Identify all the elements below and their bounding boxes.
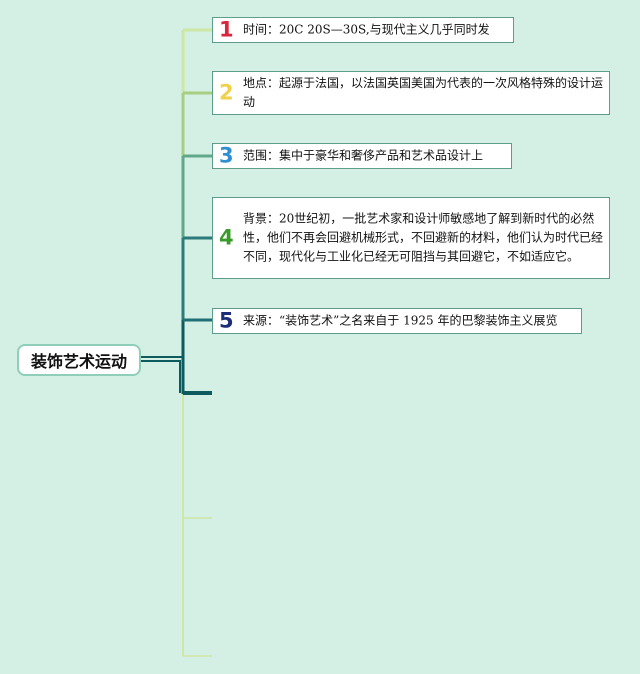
- topic-text-background: 背景：20世纪初，一批艺术家和设计师敏感地了解到新时代的必然性，他们不再会回避机…: [243, 211, 604, 264]
- topic-card-time[interactable]: 1 时间：20C 20S—30S,与现代主义几乎同时发: [212, 17, 514, 43]
- topic-text-origin: 来源：“装饰艺术”之名来自于 1925 年的巴黎装饰主义展览: [243, 313, 558, 328]
- number-badge-4: 4: [219, 225, 234, 250]
- topic-card-origin[interactable]: 5 来源：“装饰艺术”之名来自于 1925 年的巴黎装饰主义展览: [212, 308, 582, 334]
- root-connector-inner: [141, 360, 181, 393]
- topic-text-location: 地点：起源于法国，以法国英国美国为代表的一次风格特殊的设计运动: [243, 76, 604, 109]
- number-badge-2: 2: [219, 80, 234, 105]
- number-badge-1: 1: [219, 17, 234, 42]
- number-badge-3: 3: [219, 143, 234, 168]
- root-topic[interactable]: 装饰艺术运动: [17, 344, 141, 376]
- topic-text-scope: 范围：集中于豪华和奢侈产品和艺术品设计上: [243, 148, 484, 163]
- number-badge-5: 5: [219, 308, 234, 333]
- topic-card-location[interactable]: 2 地点：起源于法国，以法国英国美国为代表的一次风格特殊的设计运动: [212, 71, 610, 115]
- topic-text-time: 时间：20C 20S—30S,与现代主义几乎同时发: [243, 22, 490, 37]
- root-connector: [141, 356, 184, 393]
- topic-card-background[interactable]: 4 背景：20世纪初，一批艺术家和设计师敏感地了解到新时代的必然性，他们不再会回…: [212, 197, 610, 279]
- topic-card-scope[interactable]: 3 范围：集中于豪华和奢侈产品和艺术品设计上: [212, 143, 512, 169]
